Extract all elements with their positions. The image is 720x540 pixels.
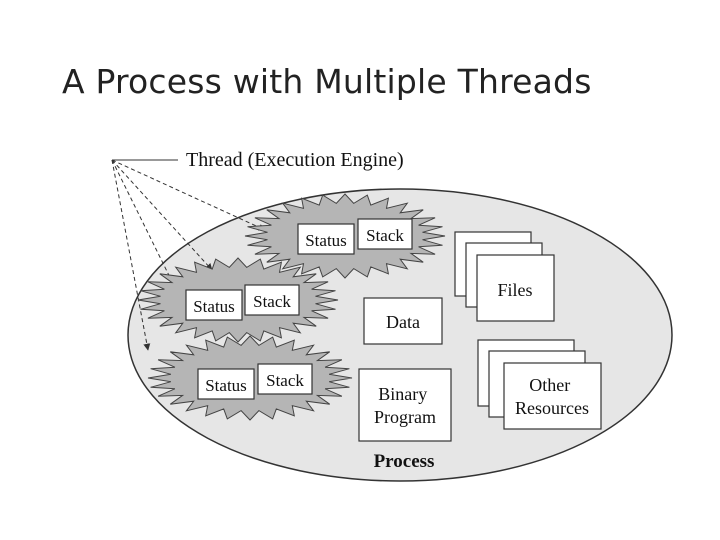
other-resources-stack: Other Resources — [477, 339, 602, 430]
stack-box — [244, 284, 300, 316]
files-label: Files — [497, 280, 532, 300]
stack-box — [257, 363, 313, 395]
stack-label: Stack — [266, 371, 304, 390]
stack-box — [357, 218, 413, 250]
thread-3: Status Stack — [147, 335, 353, 421]
thread-label: Thread (Execution Engine) — [186, 149, 404, 171]
binary-program-segment: Binary Program — [358, 368, 452, 442]
status-box — [297, 223, 355, 255]
thread-1: Status Stack — [244, 193, 446, 279]
binary-program-box — [358, 368, 452, 442]
process-label: Process — [374, 451, 435, 472]
pointer-arrow-thread-4 — [111, 159, 151, 351]
data-segment: Data — [363, 297, 443, 345]
stack-label: Stack — [253, 292, 291, 311]
status-label: Status — [205, 376, 247, 395]
other-resources-line-1: Other — [529, 375, 570, 395]
pointer-arrow-thread-1 — [111, 159, 266, 231]
status-box — [197, 368, 255, 400]
binary-program-line-2: Program — [374, 407, 436, 427]
status-label: Status — [193, 297, 235, 316]
data-label: Data — [386, 312, 420, 332]
status-box — [185, 289, 243, 321]
data-box — [363, 297, 443, 345]
pointer-arrow-thread-2 — [111, 159, 213, 271]
slide-title: A Process with Multiple Threads — [62, 62, 592, 101]
other-resources-label: Other Resources — [515, 375, 589, 418]
resources-page-front — [503, 362, 602, 430]
binary-program-label: Binary Program — [374, 384, 436, 427]
stack-label: Stack — [366, 226, 404, 245]
thread-2: Status Stack — [137, 257, 339, 343]
files-stack: Files — [454, 231, 555, 322]
other-resources-line-2: Resources — [515, 398, 589, 418]
files-page-front — [476, 254, 555, 322]
status-label: Status — [305, 231, 347, 250]
binary-program-line-1: Binary — [378, 384, 427, 404]
